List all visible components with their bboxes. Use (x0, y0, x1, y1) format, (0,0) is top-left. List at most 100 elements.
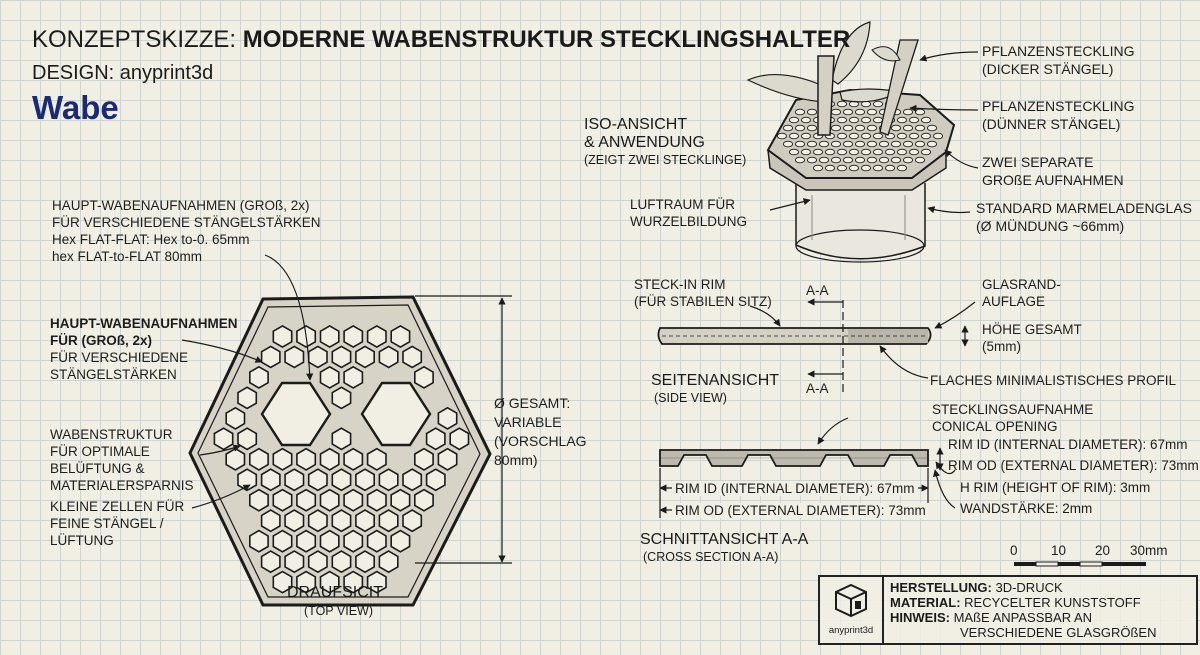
honeycomb-cell (260, 468, 281, 492)
honeycomb-cell (378, 468, 399, 492)
iso-honeycomb-cell (884, 148, 896, 156)
honeycomb-cell (366, 488, 387, 512)
honeycomb-cell (366, 570, 387, 594)
section-mark-bottom: A-A (806, 381, 829, 396)
honeycomb-cell (343, 488, 364, 512)
iso-honeycomb-cell (908, 116, 920, 124)
annotation-small-cells: KLEINE ZELLEN FÜR FEINE STÄNGEL / LÜFTUN… (50, 499, 185, 548)
dimension-rim-id: RIM ID (INTERNAL DIAMETER): 67mm (672, 481, 918, 497)
dimension-rim-od: RIM OD (EXTERNAL DIAMETER): 73mm (672, 503, 929, 519)
top-view-caption: DRAUFSICIT (287, 584, 383, 601)
honeycomb-cell (213, 427, 234, 451)
annotation-large-receptacles: HAUPT-WABENAUFNAHMEN FÜR (GROß, 2x) FÜR … (50, 316, 238, 382)
section-caption: SCHNITTANSICHT A-A (640, 531, 809, 548)
row-note-continued: VERSCHIEDENE GLASGRÖßEN (960, 625, 1157, 640)
annotation-root-air-space: LUFTRAUM FÜR WURZELBILDUNG (630, 197, 748, 229)
honeycomb-cell (366, 447, 387, 471)
side-view-profile (657, 327, 932, 345)
honeycomb-cell (378, 345, 399, 369)
iso-honeycomb-cell (878, 140, 890, 148)
side-view-leaders (749, 298, 976, 392)
honeycomb-cell (307, 345, 328, 369)
annotation-flat-profile: FLACHES MINIMALISTISCHES PROFIL (930, 373, 1177, 388)
iso-honeycomb-cell (926, 124, 938, 132)
honeycomb-cell (331, 550, 352, 574)
iso-honeycomb-cell (818, 156, 830, 164)
iso-honeycomb-cell (854, 124, 866, 132)
iso-honeycomb-cell (806, 124, 818, 132)
side-view-subcaption: (SIDE VIEW) (654, 391, 727, 405)
top-view-subcaption: (TOP VIEW) (304, 604, 373, 618)
iso-honeycomb-cell (842, 124, 854, 132)
honeycomb-cell (272, 529, 293, 553)
iso-honeycomb-cell (902, 124, 914, 132)
design-credit: DESIGN: anyprint3d (32, 62, 214, 84)
iso-honeycomb-cell (788, 132, 800, 140)
annotation-overall-diameter: Ø GESAMT: VARIABLE (VORSCHLAG 80mm) (494, 395, 587, 468)
iso-honeycomb-cell (842, 140, 854, 148)
honeycomb-cell (319, 324, 340, 349)
honeycomb-cell (378, 509, 399, 533)
iso-honeycomb-cell (878, 156, 890, 164)
honeycomb-cell (402, 509, 423, 533)
honeycomb-cell (319, 529, 340, 553)
iso-honeycomb-cell (920, 116, 932, 124)
iso-honeycomb-cell (818, 140, 830, 148)
honeycomb-cell (319, 570, 340, 594)
iso-honeycomb-cell (866, 156, 878, 164)
iso-honeycomb-cell (890, 156, 902, 164)
honeycomb-cell (390, 324, 411, 349)
iso-honeycomb-cell (914, 140, 926, 148)
annotation-two-receptacles: ZWEI SEPARATE GROßE AUFNAHMEN (982, 154, 1124, 188)
scale-label-0: 0 (1010, 543, 1018, 558)
iso-honeycomb-cell (800, 132, 812, 140)
iso-honeycomb-cell (788, 116, 800, 124)
honeycomb-cell (390, 529, 411, 553)
iso-honeycomb-cell (848, 132, 860, 140)
iso-view-subcaption: (ZEIGT ZWEI STECKLINGE) (584, 153, 747, 167)
cross-section-a-a (659, 449, 929, 467)
iso-honeycomb-cell (806, 108, 818, 116)
iso-honeycomb-cell (860, 132, 872, 140)
iso-honeycomb-cell (872, 116, 884, 124)
honeycomb-cell (249, 529, 269, 553)
large-hex-receptacle-right (360, 381, 432, 447)
annotation-glass-rim-support: GLASRAND- AUFLAGE (982, 277, 1061, 309)
scale-bar (1014, 561, 1146, 567)
honeycomb-cell (296, 447, 317, 471)
honeycomb-cell (402, 345, 423, 369)
iso-honeycomb-cell (830, 156, 842, 164)
honeycomb-cell (366, 529, 387, 553)
honeycomb-cell (237, 386, 258, 410)
iso-honeycomb-cell (854, 140, 866, 148)
honeycomb-cell (355, 468, 376, 492)
iso-honeycomb-cell (896, 164, 908, 172)
iso-honeycomb-cell (794, 140, 806, 148)
honeycomb-cell (331, 345, 352, 369)
iso-honeycomb-cell (830, 124, 842, 132)
honeycomb-cell (260, 509, 281, 533)
iso-view-leaders (769, 51, 979, 214)
large-hex-receptacle-left (260, 381, 332, 447)
iso-honeycomb-cell (896, 148, 908, 156)
row-note: HINWEIS: MAßE ANPASSBAR AN (890, 610, 1093, 625)
title-block-info: HERSTELLUNG: 3D-DRUCK MATERIAL: RECYCELT… (890, 580, 1157, 640)
annotation-main-receptacles: HAUPT-WABENAUFNAHMEN (GROß, 2x) FÜR VERS… (52, 198, 321, 264)
honeycomb-cell (343, 365, 364, 389)
iso-honeycomb-cell (872, 164, 884, 172)
honeycomb-cell (402, 468, 423, 492)
annotation-total-height: HÖHE GESAMT (5mm) (982, 322, 1082, 354)
iso-honeycomb-cell (896, 116, 908, 124)
honeycomb-cell (319, 365, 340, 389)
iso-honeycomb-cell (914, 124, 926, 132)
honeycomb-cell (284, 509, 305, 533)
honeycomb-cell (449, 427, 470, 451)
honeycomb-cell (425, 468, 446, 492)
logo-wordmark: anyprint3d (828, 625, 874, 636)
honeycomb-cell (343, 447, 364, 471)
iso-honeycomb-cell (836, 164, 848, 172)
iso-honeycomb-cell (842, 108, 854, 116)
annotation-honeycomb-structure: WABENSTRUKTUR FÜR OPTIMALE BELÜFTUNG & M… (50, 427, 194, 493)
